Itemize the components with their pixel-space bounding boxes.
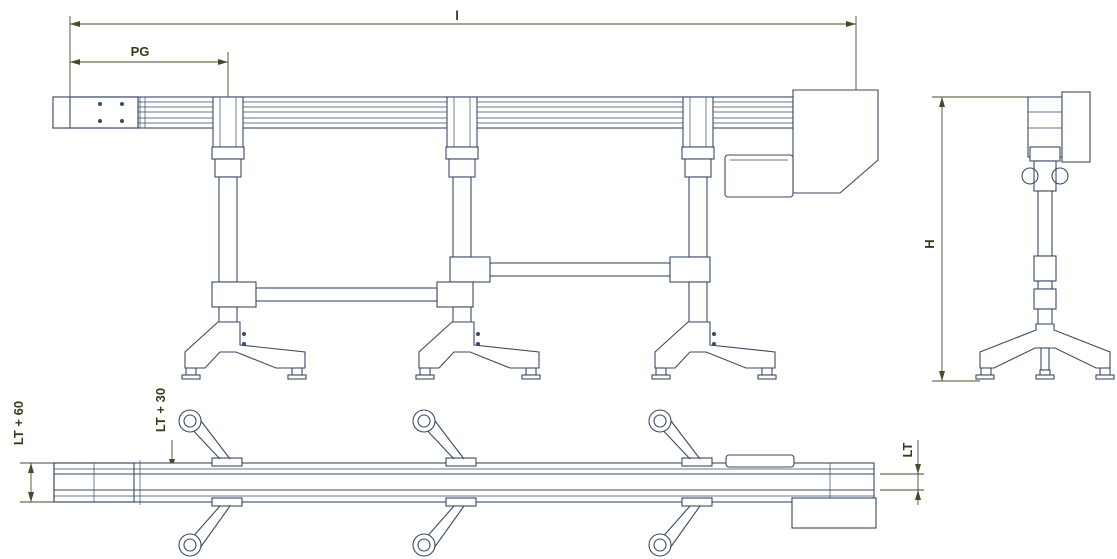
dimension-lt-label: LT xyxy=(900,442,915,457)
dimension-h-label: H xyxy=(922,239,937,248)
support-leg-1 xyxy=(181,96,307,380)
dimension-pg-label: PG xyxy=(131,44,150,59)
dimension-l: l xyxy=(69,8,857,105)
top-leg-2 xyxy=(412,409,477,557)
top-view-drive xyxy=(725,454,877,529)
side-view: H xyxy=(922,91,1115,382)
support-leg-3 xyxy=(651,96,777,380)
dimension-lt-plus-60: LT + 60 xyxy=(11,401,54,503)
drive-unit xyxy=(724,89,879,198)
top-leg-1 xyxy=(178,409,243,557)
top-view: LT + 60 LT + 30 LT xyxy=(11,388,924,557)
front-view: l PG xyxy=(52,8,879,380)
dimension-h: H xyxy=(922,96,1035,382)
dimension-lt-plus-60-label: LT + 60 xyxy=(11,401,26,445)
conveyor-beam xyxy=(52,96,794,129)
cross-braces xyxy=(255,262,671,302)
dimension-l-label: l xyxy=(455,8,459,23)
support-leg-2 xyxy=(415,96,541,380)
top-leg-3 xyxy=(648,409,713,557)
dimension-lt: LT xyxy=(880,440,924,505)
dimension-pg: PG xyxy=(70,44,229,100)
dimension-lt-plus-30-label: LT + 30 xyxy=(153,388,168,432)
top-view-frame xyxy=(53,460,875,505)
